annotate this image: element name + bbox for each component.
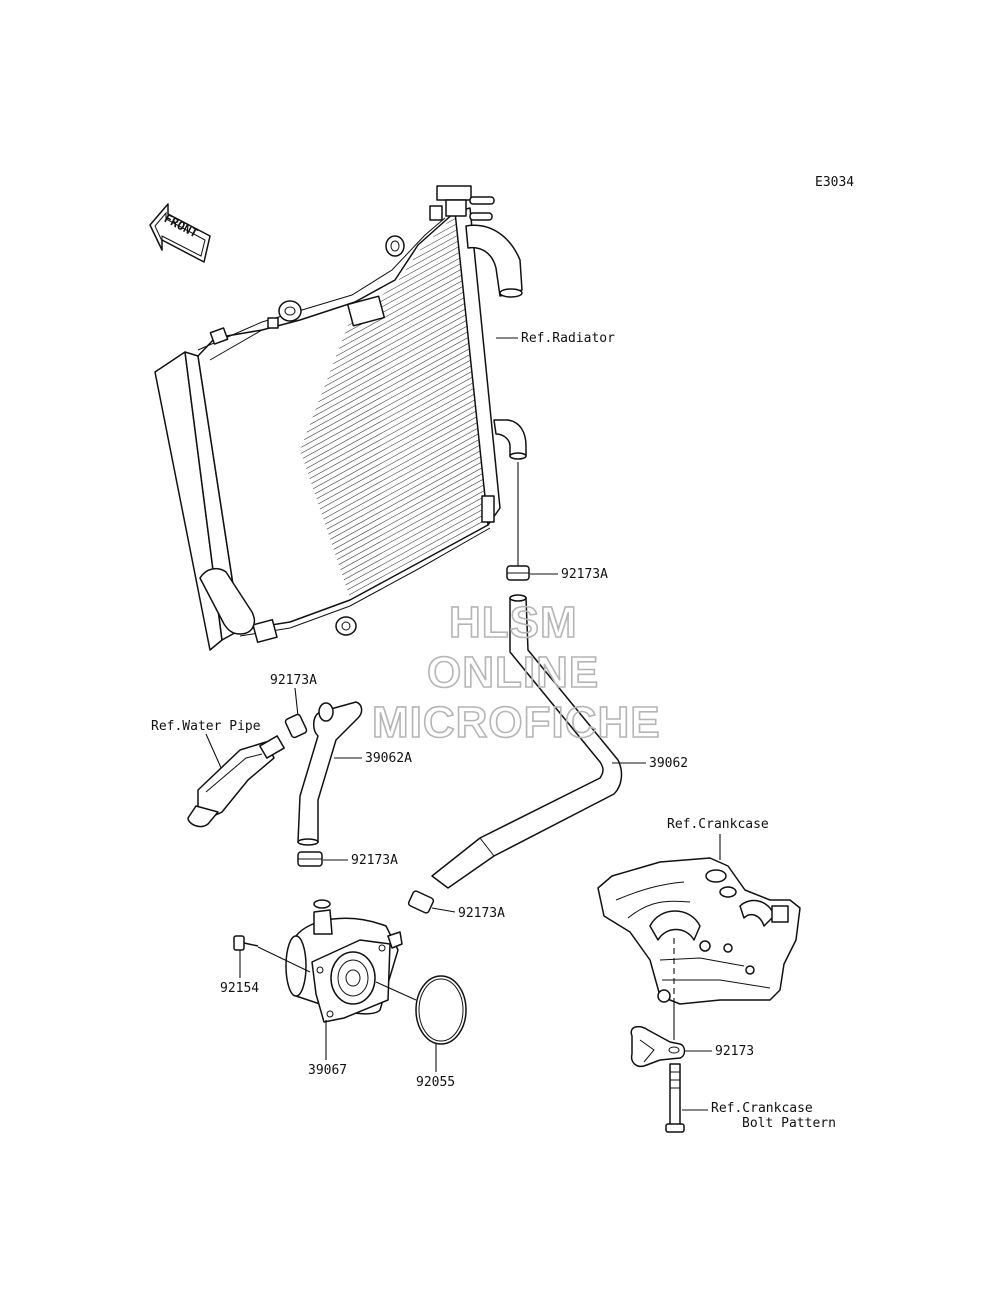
radiator-fin-line [300, 379, 492, 491]
radiator-fin-line [300, 337, 492, 449]
oil-cooler [285, 899, 403, 1023]
radiator-fin-line [300, 319, 492, 431]
radiator-fin-line [300, 385, 492, 497]
bolt-92154 [233, 935, 259, 951]
bracket-92173 [630, 1025, 686, 1068]
water-pipe [187, 735, 285, 828]
radiator-fin-line [300, 415, 492, 527]
label-bracket: 92173 [715, 1044, 754, 1059]
radiator-fin-line [300, 439, 492, 551]
radiator-fin-line [300, 397, 492, 509]
label-hose-main: 39062 [649, 756, 688, 771]
radiator-fin-line [300, 421, 492, 533]
watermark-line-2: ONLINE [427, 648, 599, 697]
label-clamp-upper: 92173A [561, 567, 608, 582]
radiator-fin-line [300, 445, 492, 557]
radiator-fin-line [300, 355, 492, 467]
radiator-fin-line [300, 451, 492, 563]
crankcase-bolt [665, 1063, 685, 1133]
radiator-fin-line [300, 433, 492, 545]
label-ref-crankcase-bolt-1: Ref.Crankcase [711, 1101, 813, 1116]
o-ring [415, 975, 467, 1045]
diagram-code: E3034 [815, 175, 854, 190]
radiator-fin-line [300, 367, 492, 479]
hose-a [297, 701, 363, 846]
radiator-fin-line [300, 343, 492, 455]
label-oil-cooler: 39067 [308, 1063, 347, 1078]
label-bolt: 92154 [220, 981, 259, 996]
watermark-line-1: HLSM [449, 598, 578, 647]
clamp-left [284, 713, 308, 739]
watermark: HLSM ONLINE MICROFICHE [371, 597, 661, 748]
radiator-fin-line [300, 349, 492, 461]
label-clamp-right: 92173A [458, 906, 505, 921]
label-ref-radiator: Ref.Radiator [521, 331, 615, 346]
label-ref-crankcase-bolt-2: Bolt Pattern [742, 1116, 836, 1131]
label-ref-water-pipe: Ref.Water Pipe [151, 719, 261, 734]
label-clamp-middle: 92173A [351, 853, 398, 868]
clamp-upper [506, 565, 530, 581]
radiator-fin-line [300, 331, 492, 443]
radiator-fin-line [300, 361, 492, 473]
radiator-fin-line [300, 511, 492, 598]
clamp-right [407, 890, 435, 914]
radiator-fin-line [300, 313, 492, 425]
crankcase [597, 857, 801, 1005]
radiator-fin-line [300, 409, 492, 521]
radiator-fin-line [300, 391, 492, 503]
label-clamp-left: 92173A [270, 673, 317, 688]
radiator-fin-line [300, 403, 492, 515]
radiator-fin-line [300, 325, 492, 437]
radiator-fin-line [300, 373, 492, 485]
label-hose-a: 39062A [365, 751, 412, 766]
hose-main [431, 594, 623, 889]
clamp-middle [297, 851, 323, 867]
label-ref-crankcase: Ref.Crankcase [667, 817, 769, 832]
front-arrow-icon: FRONT [149, 203, 211, 263]
radiator-fin-line [300, 427, 492, 539]
label-o-ring: 92055 [416, 1075, 455, 1090]
watermark-line-3: MICROFICHE [372, 698, 661, 747]
